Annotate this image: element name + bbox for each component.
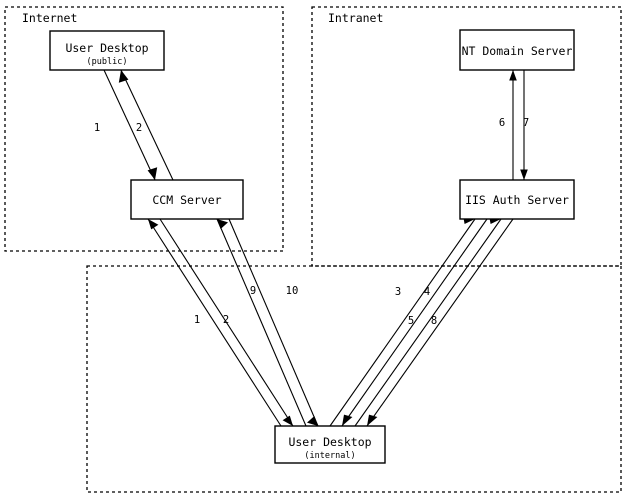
- flow-internal-iis-58: 5 8: [354, 215, 514, 427]
- arrow-head-10: [307, 416, 318, 426]
- step-label-10: 10: [286, 285, 299, 297]
- node-iis-auth-server-rect[interactable]: [459, 179, 575, 220]
- zone-internet-label: Internet: [22, 11, 77, 25]
- zone-internet-frame: [4, 6, 284, 252]
- arrow-head-1-internal: [148, 219, 159, 230]
- arrow-head-4: [342, 414, 353, 426]
- flow-line-9: [216, 218, 307, 427]
- zone-intranet-label: Intranet: [328, 11, 383, 25]
- node-user-desktop-internal-title: User Desktop: [288, 435, 371, 449]
- arrow-head-6: [509, 70, 517, 81]
- flow-line-3: [329, 218, 476, 427]
- node-iis-auth-server[interactable]: IIS Auth Server: [459, 179, 575, 220]
- flow-line-2-public: [120, 69, 174, 181]
- flow-line-1-internal: [147, 218, 282, 427]
- zone-internal: [86, 265, 622, 493]
- step-label-4: 4: [424, 286, 430, 298]
- node-iis-auth-server-title: IIS Auth Server: [465, 193, 569, 207]
- flow-internal-ccm-910: 9 10: [216, 218, 319, 427]
- node-user-desktop-public-subtitle: (public): [87, 57, 128, 67]
- arrow-head-2-public: [118, 70, 129, 83]
- step-label-8: 8: [431, 315, 437, 327]
- node-nt-domain-server-title: NT Domain Server: [462, 44, 573, 58]
- arrow-head-7: [520, 169, 528, 180]
- zone-internal-frame: [86, 265, 622, 493]
- flow-line-1-public: [103, 69, 156, 181]
- step-label-3: 3: [395, 286, 401, 298]
- flow-line-8: [366, 218, 514, 427]
- flow-internal-iis-34: 3 4: [329, 215, 488, 427]
- arrow-head-9: [217, 219, 228, 229]
- node-nt-domain-server[interactable]: NT Domain Server: [459, 29, 575, 71]
- node-ccm-server-title: CCM Server: [152, 193, 221, 207]
- step-label-1-public: 1: [94, 122, 100, 134]
- step-label-9: 9: [250, 285, 256, 297]
- arrow-head-1-public: [147, 167, 158, 180]
- node-user-desktop-internal-rect[interactable]: [274, 425, 386, 464]
- node-nt-domain-server-rect[interactable]: [459, 29, 575, 71]
- flow-line-10: [228, 218, 319, 427]
- zone-internet: Internet: [4, 6, 284, 252]
- node-user-desktop-internal[interactable]: User Desktop (internal): [274, 425, 386, 464]
- arrow-head-2-internal: [282, 415, 293, 426]
- node-user-desktop-public-rect[interactable]: [49, 30, 165, 71]
- node-ccm-server-rect[interactable]: [130, 179, 244, 220]
- flow-line-4: [341, 218, 488, 427]
- flow-line-2-internal: [159, 218, 294, 427]
- node-user-desktop-public-title: User Desktop: [65, 41, 148, 55]
- flow-internal-ccm-12: 1 2: [147, 218, 294, 427]
- arrow-head-8: [367, 414, 378, 426]
- step-label-5: 5: [408, 315, 414, 327]
- flow-iis-nt: 6 7: [499, 70, 529, 180]
- node-user-desktop-internal-subtitle: (internal): [304, 451, 355, 461]
- node-user-desktop-public[interactable]: User Desktop (public): [49, 30, 165, 71]
- node-ccm-server[interactable]: CCM Server: [130, 179, 244, 220]
- step-label-1-internal: 1: [194, 314, 200, 326]
- step-label-6: 6: [499, 117, 505, 129]
- step-label-2-internal: 2: [223, 314, 229, 326]
- flow-public-ccm: 1 2: [94, 69, 174, 181]
- step-label-2-public: 2: [136, 122, 142, 134]
- step-label-7: 7: [523, 117, 529, 129]
- flow-line-5: [354, 218, 502, 427]
